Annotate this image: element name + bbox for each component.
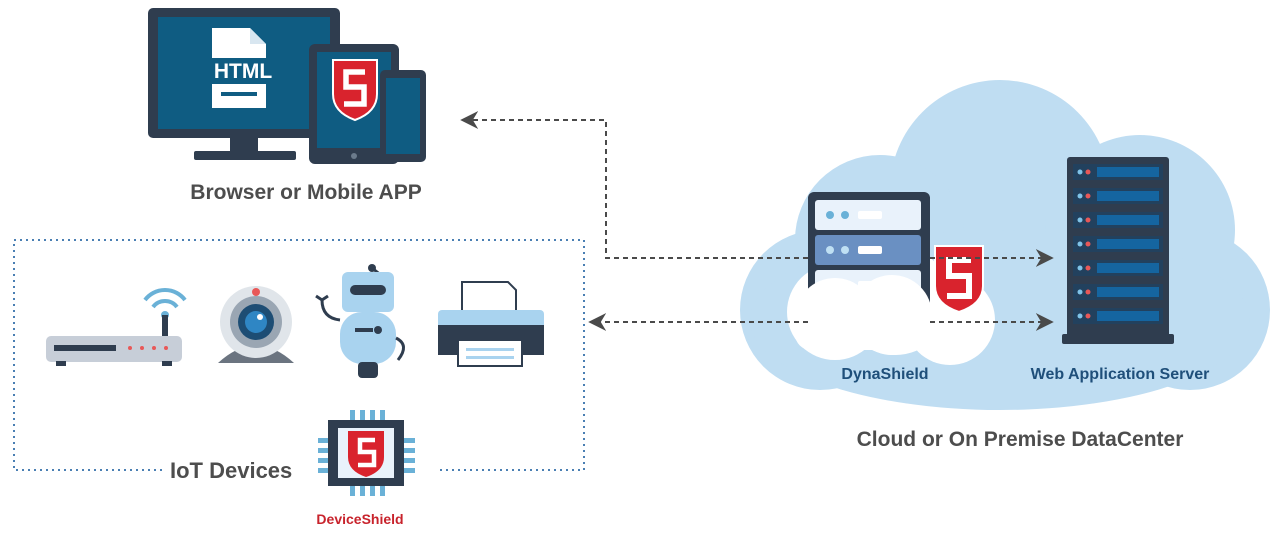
cloud-datacenter-label: Cloud or On Premise DataCenter — [856, 428, 1184, 451]
app-shield-logo-icon — [332, 59, 378, 122]
router-icon — [46, 288, 187, 366]
shield-s-logo-icon — [934, 245, 984, 314]
printer-icon — [438, 281, 544, 367]
server-rack-icon — [1062, 157, 1174, 344]
connection-arrows — [460, 111, 1054, 331]
webcam-icon — [218, 286, 294, 363]
iot-devices-label: IoT Devices — [168, 458, 295, 484]
html-document-icon: HTML — [203, 28, 283, 108]
iot-dotted-container — [13, 239, 585, 471]
chip-icon — [318, 410, 415, 496]
arrow-to-browser — [460, 111, 808, 259]
html-label: HTML — [214, 60, 272, 83]
dynashield-label: DynaShield — [841, 366, 929, 383]
phone-icon — [380, 70, 426, 162]
browser-label: Browser or Mobile APP — [190, 181, 422, 204]
device-shield-label: DeviceShield — [316, 511, 404, 527]
robot-icon — [315, 264, 405, 378]
web-server-label: Web Application Server — [1030, 366, 1210, 383]
device-shield-logo-icon — [348, 431, 384, 477]
